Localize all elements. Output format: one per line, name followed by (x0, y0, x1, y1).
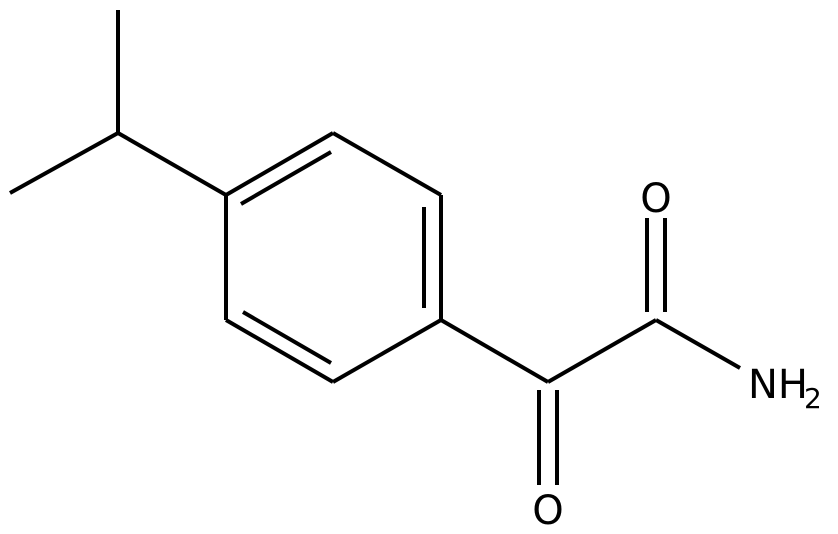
ring-to-carbonyl-bond (439, 318, 550, 384)
ring-double-bond-inner-1 (239, 150, 333, 206)
methyl-bond-left (9, 131, 119, 195)
ring-bond-5 (224, 318, 335, 384)
ring-bond-4 (332, 318, 442, 384)
amide-to-nitrogen-bond (655, 318, 741, 370)
amide-oxygen-label: O (640, 176, 671, 222)
oxoacetamide-chain (439, 218, 741, 485)
benzene-ring (224, 131, 443, 384)
ketone-oxygen-label: O (532, 488, 563, 534)
isopropyl-group (9, 10, 227, 197)
ring-double-bond-inner-3 (241, 310, 333, 365)
ring-bond-2 (332, 131, 442, 197)
isopropyl-ring-bond (117, 131, 227, 197)
amine-label: NH (748, 362, 808, 408)
ring-bond-1 (224, 131, 335, 197)
amine-subscript: 2 (804, 382, 822, 415)
carbonyl-to-amide-bond (547, 318, 657, 384)
